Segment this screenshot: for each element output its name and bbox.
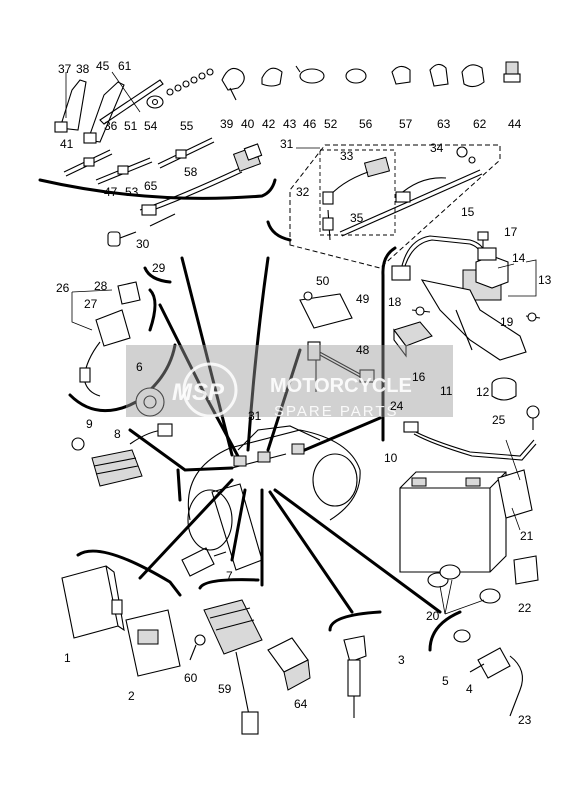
callout-c6: 6 [136, 360, 143, 374]
callout-c38: 38 [76, 62, 90, 76]
callout-c42: 42 [262, 117, 276, 131]
callout-c18: 18 [388, 295, 402, 309]
callout-c7: 7 [226, 569, 233, 583]
callout-c57: 57 [399, 117, 413, 131]
callout-c50: 50 [316, 274, 330, 288]
callout-c31b: 31 [248, 409, 262, 423]
callout-c61: 61 [118, 59, 132, 73]
callout-c9: 9 [86, 417, 93, 431]
callout-c53: 53 [125, 185, 139, 199]
callout-c35: 35 [350, 211, 364, 225]
callout-c56: 56 [359, 117, 373, 131]
callout-c13: 13 [538, 273, 552, 287]
callout-c4: 4 [466, 682, 473, 696]
callout-c60: 60 [184, 671, 198, 685]
sensor-48-parts [299, 291, 375, 392]
callout-c36: 36 [104, 119, 118, 133]
callout-c37: 37 [58, 62, 72, 76]
callout-c55: 55 [180, 119, 194, 133]
callout-c44: 44 [508, 117, 522, 131]
callout-c47: 47 [104, 185, 118, 199]
callout-c16: 16 [412, 370, 426, 384]
watermark-brand: MSP [172, 379, 225, 406]
callout-c27: 27 [84, 297, 98, 311]
left-side-parts [61, 281, 227, 677]
callout-c58: 58 [184, 165, 198, 179]
callout-c62: 62 [473, 117, 487, 131]
callout-c12: 12 [476, 385, 490, 399]
grouping-brackets [38, 178, 462, 652]
callout-c64: 64 [294, 697, 308, 711]
callout-c14: 14 [512, 251, 526, 265]
callout-c33: 33 [340, 149, 354, 163]
callout-c31a: 31 [280, 137, 294, 151]
callout-c51: 51 [124, 119, 138, 133]
callout-c29: 29 [152, 261, 166, 275]
callout-c2: 2 [128, 689, 135, 703]
callout-c46: 46 [303, 117, 317, 131]
callout-c41: 41 [60, 137, 74, 151]
callout-c49: 49 [356, 292, 370, 306]
callout-c43: 43 [283, 117, 297, 131]
callout-c24: 24 [390, 399, 404, 413]
callout-c32: 32 [296, 185, 310, 199]
watermark-line2: SPARE PARTS [274, 403, 399, 420]
callout-c28: 28 [94, 279, 108, 293]
callout-c15: 15 [461, 205, 475, 219]
callout-c63: 63 [437, 117, 451, 131]
callout-c30: 30 [136, 237, 150, 251]
callout-c39: 39 [220, 117, 234, 131]
callout-c48: 48 [356, 343, 370, 357]
callout-c52: 52 [324, 117, 338, 131]
callout-c26: 26 [56, 281, 70, 295]
second-row-parts [63, 137, 263, 247]
callout-c23: 23 [518, 713, 532, 727]
callout-c1: 1 [64, 651, 71, 665]
atv-silhouette [187, 425, 361, 571]
callout-c19: 19 [500, 315, 514, 329]
top-row-parts [54, 61, 521, 144]
callout-c11: 11 [440, 384, 453, 398]
callout-c40: 40 [241, 117, 255, 131]
callout-c5: 5 [442, 674, 449, 688]
callout-c20: 20 [426, 609, 440, 623]
watermark-line1: MOTORCYCLE [270, 375, 412, 397]
callout-c8: 8 [114, 427, 121, 441]
callout-c17: 17 [504, 225, 518, 239]
bottom-center-parts [189, 599, 523, 735]
group-33-dashed-box [319, 149, 396, 236]
callout-c45: 45 [96, 59, 110, 73]
callout-c54: 54 [144, 119, 158, 133]
callout-c25: 25 [492, 413, 506, 427]
callout-c34: 34 [430, 141, 444, 155]
callout-c3: 3 [398, 653, 405, 667]
callout-c22: 22 [518, 601, 532, 615]
watermark: MSP MOTORCYCLE SPARE PARTS [126, 345, 453, 420]
callout-c21: 21 [520, 529, 534, 543]
group-31-harness [322, 146, 483, 241]
callout-leaders [65, 71, 537, 615]
callout-c59: 59 [218, 682, 232, 696]
relay-battery-parts [391, 231, 541, 604]
callout-c65: 65 [144, 179, 158, 193]
callout-c10: 10 [384, 451, 398, 465]
